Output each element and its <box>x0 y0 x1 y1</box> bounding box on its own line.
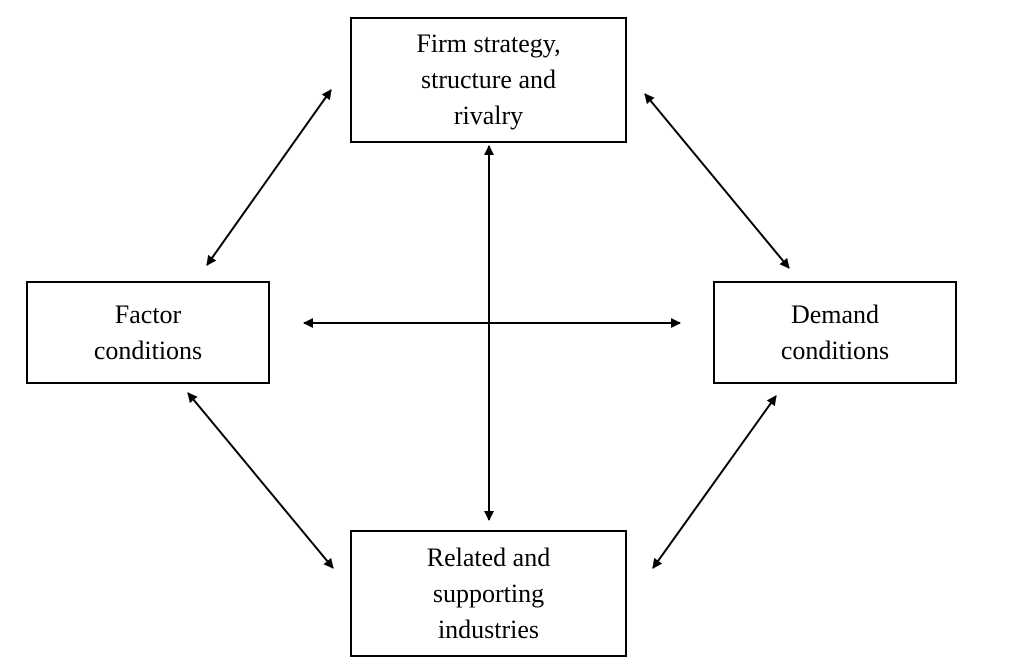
node-related-supporting-industries-label: Related and supporting industries <box>426 542 551 644</box>
node-demand-conditions: Demand conditions <box>713 281 957 384</box>
node-demand-conditions-label: Demand conditions <box>780 299 890 365</box>
arrow-firm-demand <box>644 93 790 269</box>
node-factor-conditions-label: Factor conditions <box>93 299 203 365</box>
node-factor-conditions: Factor conditions <box>26 281 270 384</box>
arrow-firm-factor <box>206 89 332 266</box>
node-firm-strategy-label: Firm strategy, structure and rivalry <box>416 29 561 130</box>
node-related-supporting-industries: Related and supporting industries <box>350 530 627 657</box>
arrow-demand-related <box>652 395 777 569</box>
node-firm-strategy: Firm strategy, structure and rivalry <box>350 17 627 143</box>
arrow-factor-related <box>187 392 334 569</box>
